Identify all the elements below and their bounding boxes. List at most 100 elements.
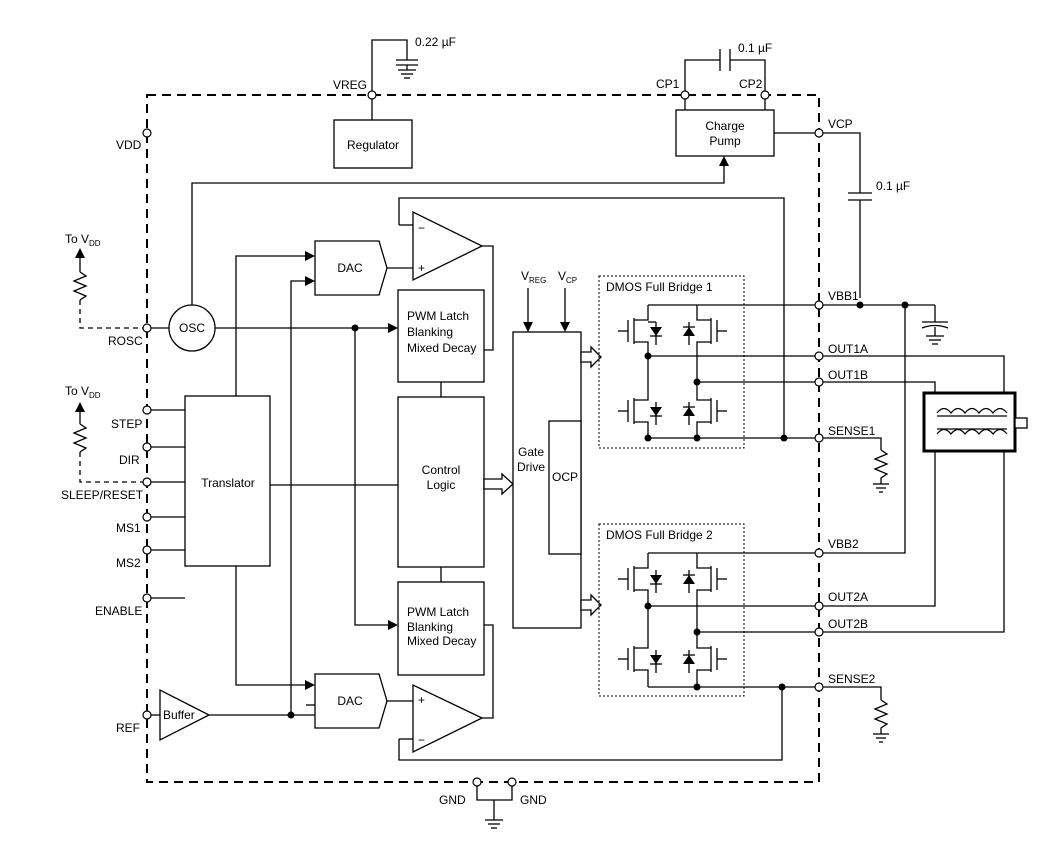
regulator-label: Regulator: [347, 138, 399, 152]
vbb1-pin: [814, 300, 824, 310]
dmos-bridge-1-label: DMOS Full Bridge 1: [606, 280, 713, 294]
gate-vcp-label: VCP: [558, 269, 577, 285]
chip-boundary: [146, 94, 820, 783]
ref-pin-label: REF: [116, 721, 140, 735]
charge-pump-block: [675, 109, 775, 157]
sleep-reset-pin-label: SLEEP/RESET: [61, 488, 144, 502]
vreg-cap-label: 0.22 µF: [415, 35, 456, 49]
ms1-pin: [142, 512, 152, 522]
comparator-top-plus: +: [418, 261, 425, 275]
sleep-reset-pin: [142, 477, 152, 487]
out2b-pin: [814, 627, 824, 637]
out1a-pin-label: OUT1A: [828, 342, 868, 356]
rosc-pullup: To VDD: [65, 232, 143, 329]
dac-top-block: [314, 240, 388, 296]
dac-top-label: DAC: [337, 261, 363, 275]
vreg-cap-network: 0.22 µF: [371, 35, 456, 95]
pwm-bottom-label-3: Mixed Decay: [407, 634, 476, 648]
pwm-top-label-3: Mixed Decay: [407, 341, 476, 355]
ms2-pin-label: MS2: [116, 556, 141, 570]
dac-bottom-block: [314, 673, 388, 729]
vcp-cap-label: 0.1 µF: [876, 179, 910, 193]
comparator-bottom: [412, 683, 484, 754]
step-pin: [142, 405, 152, 415]
control-logic-label-2: Logic: [427, 478, 456, 492]
regulator-block: [333, 119, 413, 169]
comparator-top-minus: −: [418, 221, 425, 235]
gate-drive-label-2: Drive: [517, 460, 545, 474]
out2a-pin-label: OUT2A: [828, 590, 868, 604]
cp-cap-label: 0.1 µF: [738, 41, 772, 55]
pwm-bottom-block: [397, 581, 485, 676]
dir-pin: [142, 442, 152, 452]
comparator-top: [412, 210, 484, 282]
dir-pin-label: DIR: [119, 453, 140, 467]
vbb2-pin: [814, 548, 824, 558]
sense2-pin-label: SENSE2: [828, 672, 876, 686]
ms1-pin-label: MS1: [116, 521, 141, 535]
gnd-pin-1: [472, 777, 482, 787]
sleep-to-vdd-label: To VDD: [65, 384, 101, 400]
cp1-pin-label: CP1: [656, 77, 680, 91]
step-pin-label: STEP: [111, 417, 142, 431]
bridge-1-transistors: [618, 304, 819, 442]
charge-pump-label-1: Charge: [705, 119, 745, 133]
sleep-pullup: To VDD: [65, 384, 143, 483]
dmos-bridge-1: [598, 275, 745, 449]
dmos-bridge-2: [598, 523, 745, 697]
dac-bottom-label: DAC: [337, 694, 363, 708]
bridge-2-transistors: [618, 552, 815, 691]
gnd-pin-2: [507, 777, 517, 787]
dmos-bridge-2-label: DMOS Full Bridge 2: [606, 528, 713, 542]
rosc-pin: [142, 323, 152, 333]
translator-label: Translator: [201, 476, 255, 490]
vcp-pin: [814, 128, 824, 138]
pwm-top-block: [397, 289, 485, 383]
gate-vreg-label: VREG: [521, 269, 546, 285]
pwm-top-label-2: Blanking: [407, 325, 453, 339]
cp-cap-network: 0.1 µF: [684, 41, 772, 110]
control-logic-block: [397, 396, 485, 568]
pwm-top-label-1: PWM Latch: [407, 309, 469, 323]
vbb1-pin-label: VBB1: [828, 289, 859, 303]
gnd-1-label: GND: [439, 793, 466, 807]
enable-pin-label: ENABLE: [95, 604, 142, 618]
vdd-pin-label: VDD: [116, 138, 142, 152]
vreg-pin-label: VREG: [333, 78, 367, 92]
osc-label: OSC: [179, 321, 205, 335]
buffer-block: [159, 688, 211, 742]
sense1-pin: [814, 433, 824, 443]
sense2-pin: [814, 682, 824, 692]
cp1-pin: [680, 90, 690, 100]
pwm-bottom-label-2: Blanking: [407, 620, 453, 634]
rosc-to-vdd-label: To VDD: [65, 232, 101, 248]
ocp-block: [548, 420, 582, 555]
out1b-pin-label: OUT1B: [828, 368, 868, 382]
translator-block: [184, 395, 271, 567]
out2b-pin-label: OUT2B: [828, 617, 868, 631]
rosc-pin-label: ROSC: [108, 334, 143, 348]
cp2-pin-label: CP2: [739, 77, 763, 91]
sense1-pin-label: SENSE1: [828, 424, 876, 438]
charge-pump-label-2: Pump: [709, 134, 741, 148]
buffer-label: Buffer: [163, 708, 195, 722]
control-logic-label-1: Control: [422, 463, 461, 477]
out2a-pin: [814, 601, 824, 611]
out1b-pin: [814, 377, 824, 387]
enable-pin: [142, 593, 152, 603]
vdd-pin: [142, 128, 152, 138]
stepper-motor-icon: [922, 391, 1028, 453]
vbb2-pin-label: VBB2: [828, 537, 859, 551]
vreg-pin: [367, 90, 377, 100]
pwm-bottom-label-1: PWM Latch: [407, 605, 469, 619]
comparator-bottom-minus: −: [418, 733, 425, 747]
gate-drive-label-1: Gate: [518, 445, 544, 459]
sense2-resistor: [823, 686, 889, 743]
vcp-pin-label: VCP: [828, 117, 853, 131]
gnd-2-label: GND: [520, 793, 547, 807]
cp2-pin: [760, 90, 770, 100]
comparator-bottom-plus: +: [418, 693, 425, 707]
ocp-label: OCP: [552, 470, 578, 484]
ref-pin: [142, 710, 152, 720]
